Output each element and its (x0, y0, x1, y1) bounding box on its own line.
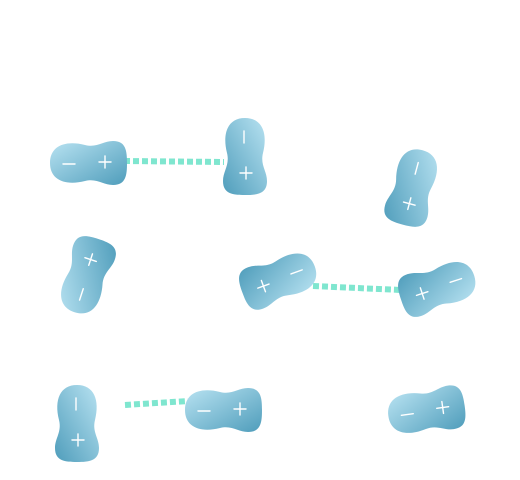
plus-sign (98, 155, 112, 169)
molecule-body (185, 388, 262, 432)
minus-sign (414, 161, 419, 175)
molecule-m6 (398, 262, 476, 317)
plus-sign (233, 402, 247, 416)
molecule-body (223, 118, 267, 195)
molecule-m4 (61, 236, 116, 314)
molecule-body (55, 385, 99, 462)
molecule-body (239, 253, 317, 310)
plus-sign (436, 400, 450, 415)
bond-m1-m2 (123, 158, 225, 165)
molecule-m7 (55, 385, 99, 462)
plus-sign (84, 253, 98, 266)
molecule-m5 (239, 253, 317, 310)
molecule-m1 (50, 141, 127, 185)
molecule-body (61, 236, 116, 314)
minus-sign (290, 269, 303, 275)
minus-sign (449, 277, 463, 284)
molecule-body (384, 149, 437, 227)
molecule-body (388, 385, 466, 433)
bond-m7-m8 (124, 398, 189, 408)
plus-sign (415, 287, 429, 300)
plus-sign (239, 166, 253, 180)
minus-sign (400, 412, 414, 417)
hydrogen-bonds (123, 158, 402, 408)
molecule-m3 (384, 149, 437, 227)
plus-sign (257, 279, 270, 293)
plus-sign (402, 197, 416, 211)
polar-molecules (50, 118, 476, 462)
molecule-body (50, 141, 127, 185)
molecule-m8 (185, 388, 262, 432)
molecule-body (398, 262, 476, 317)
molecule-m9 (388, 385, 466, 433)
minus-sign (78, 288, 84, 301)
plus-sign (71, 433, 85, 447)
molecule-m2 (223, 118, 267, 195)
bond-m5-m6 (312, 283, 402, 293)
